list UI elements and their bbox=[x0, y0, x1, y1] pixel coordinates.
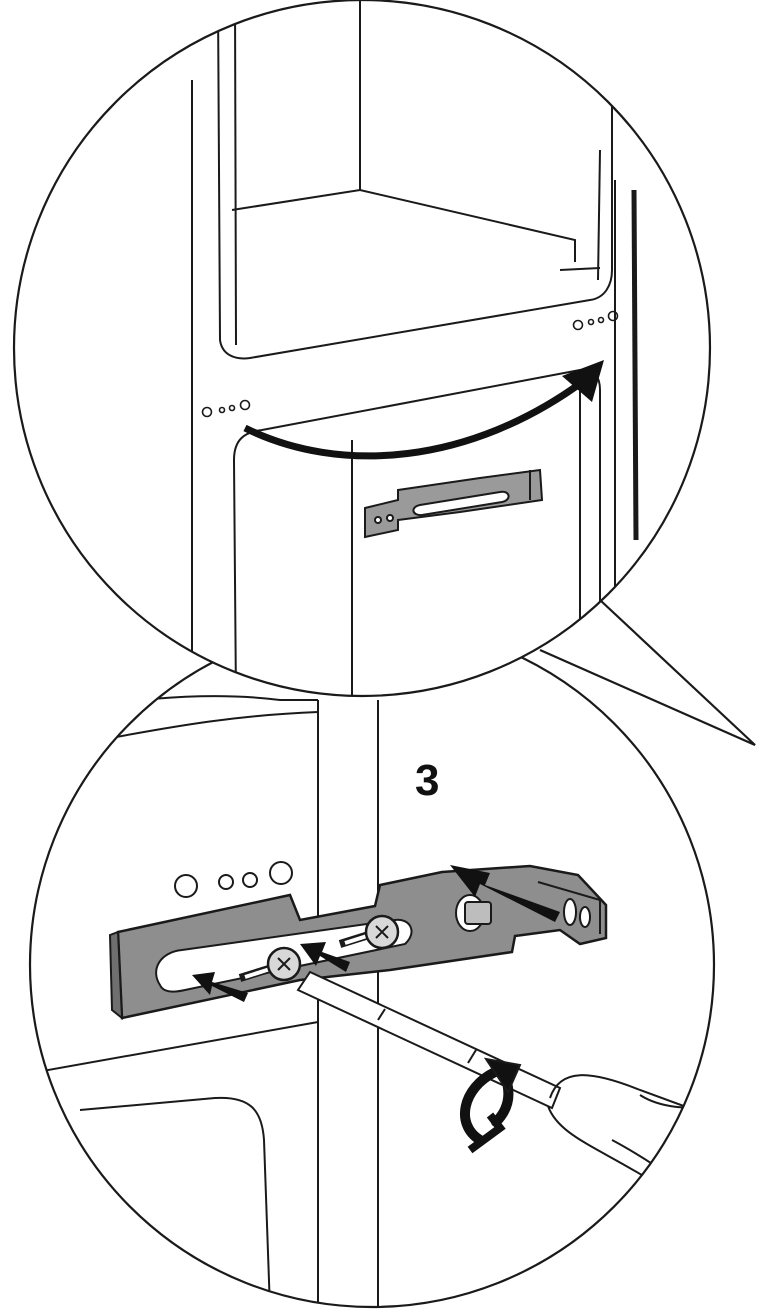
detail-circle-bottom bbox=[28, 621, 716, 1309]
rotate-arrow-icon bbox=[460, 1057, 522, 1154]
screw-icon bbox=[338, 914, 400, 950]
step-number: 3 bbox=[415, 756, 439, 805]
screw-icon bbox=[238, 946, 302, 982]
push-arrow-icon bbox=[192, 865, 560, 1002]
appliance-opening bbox=[217, 0, 613, 360]
mounting-bracket-small bbox=[364, 468, 544, 539]
appliance-lower-edges bbox=[30, 1021, 319, 1307]
curved-arrow-icon bbox=[243, 360, 604, 460]
callout-pointer bbox=[539, 599, 756, 747]
vent-holes-small bbox=[201, 310, 619, 418]
detail-circle-top bbox=[13, 0, 711, 697]
vent-holes bbox=[174, 861, 293, 898]
